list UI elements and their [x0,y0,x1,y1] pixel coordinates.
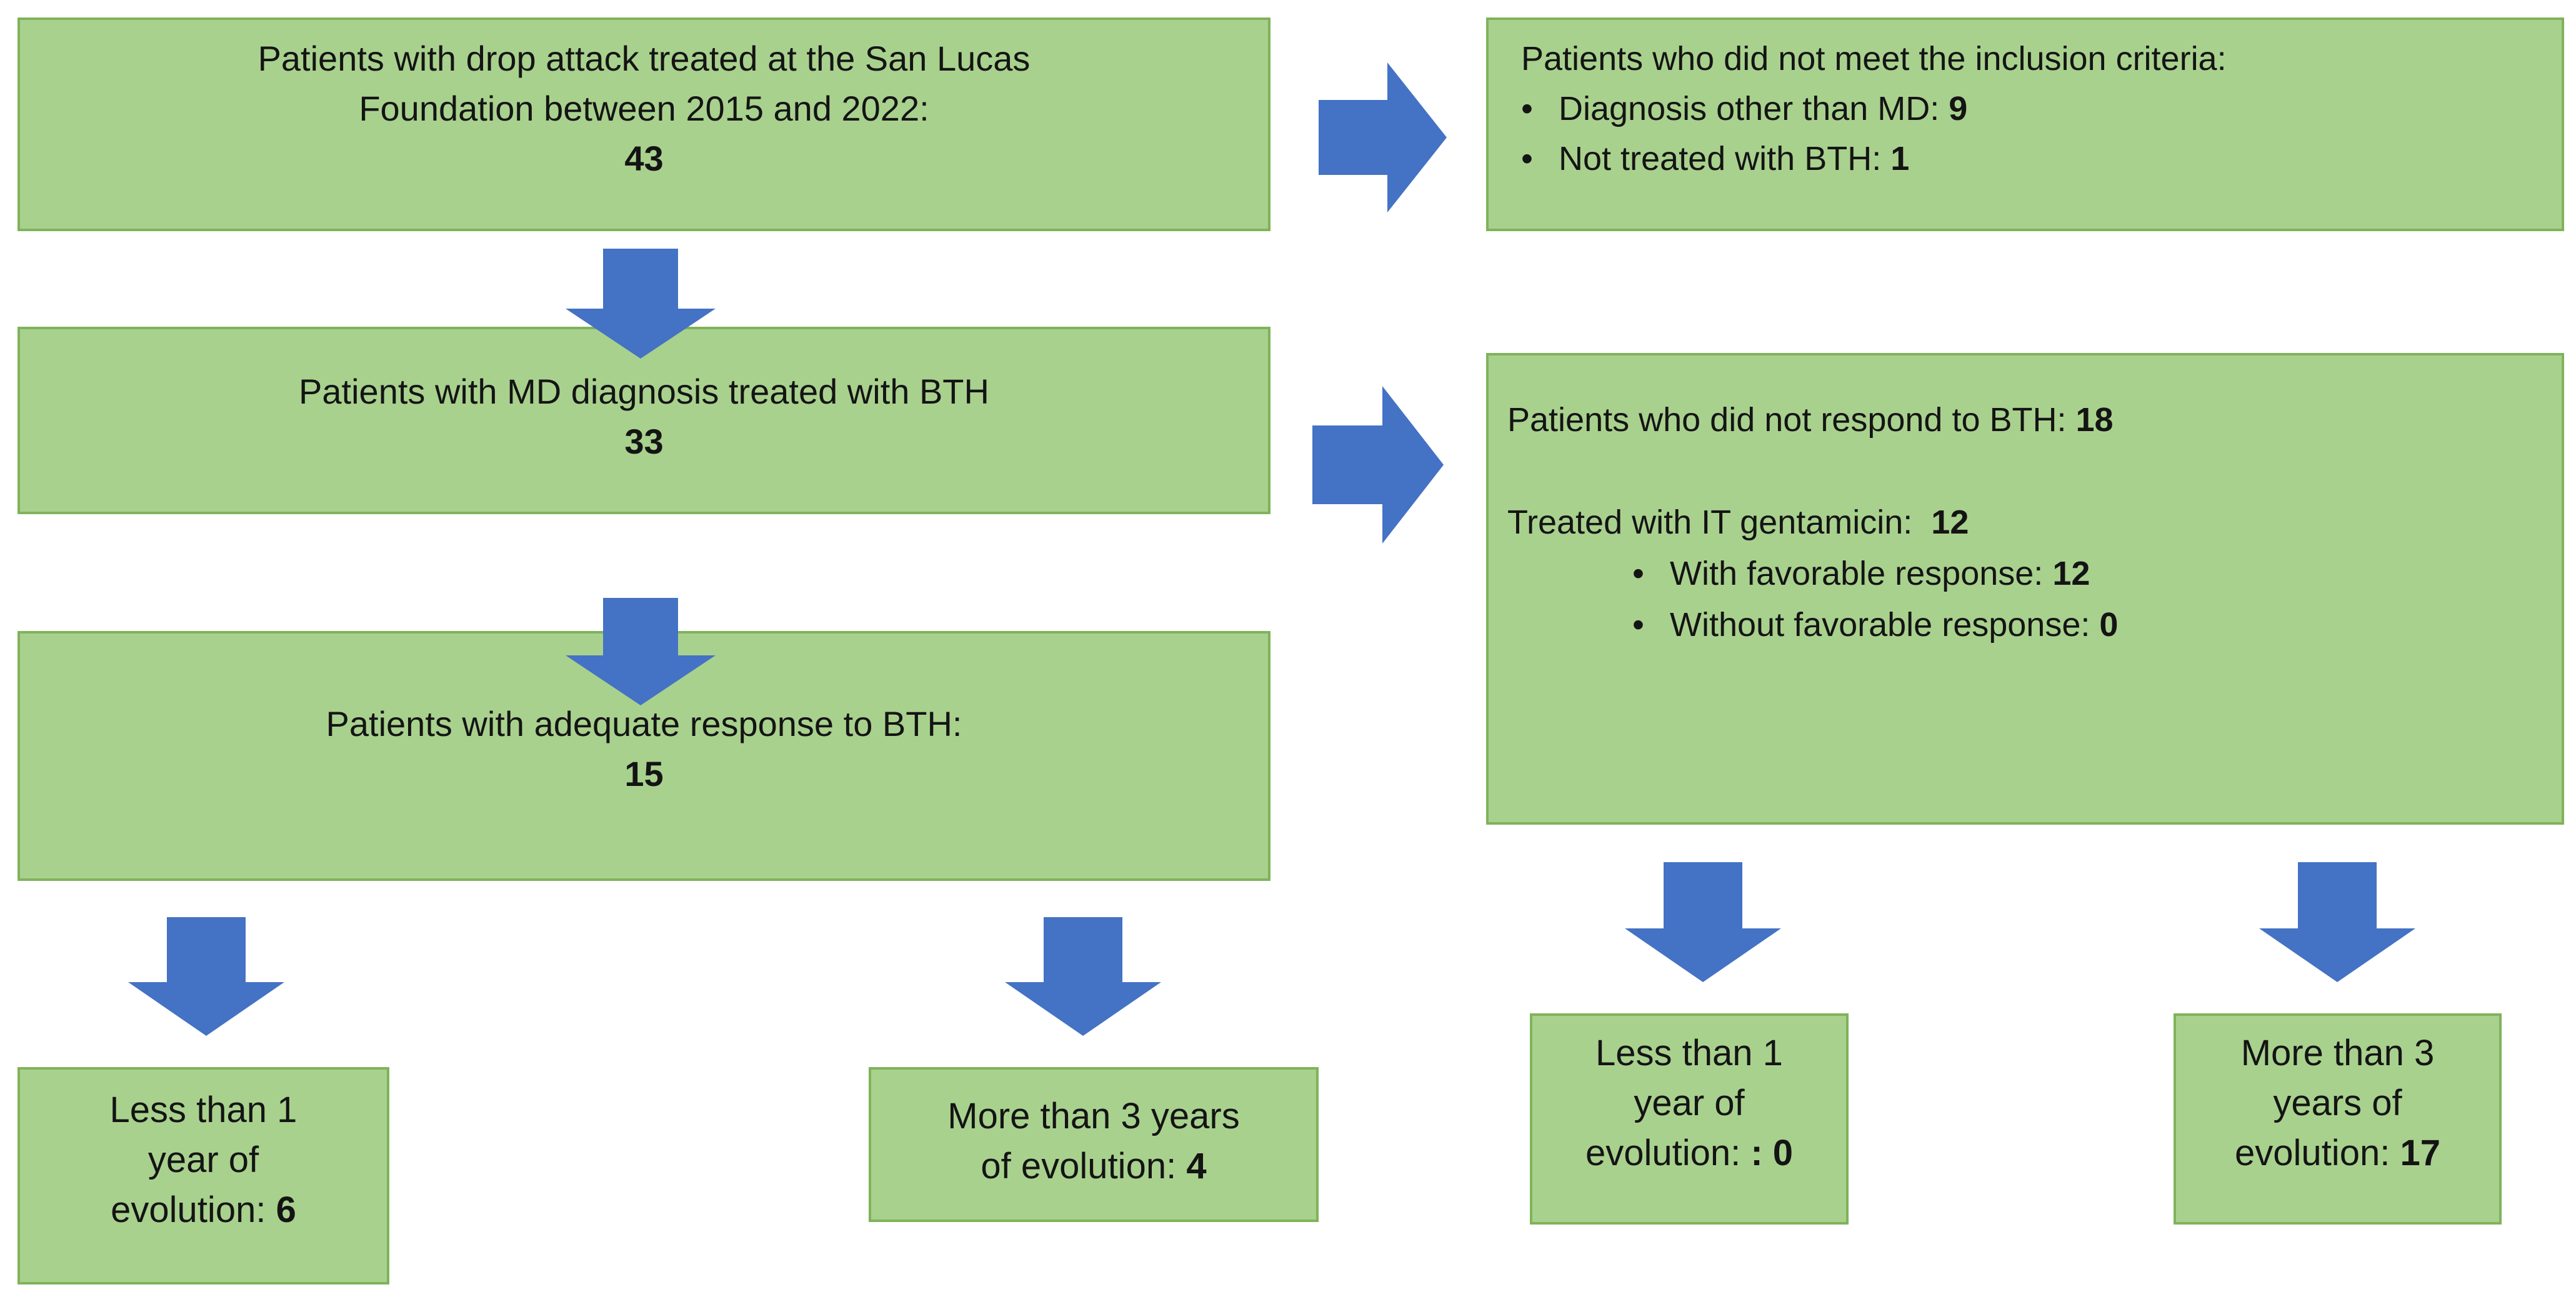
right-more3-count: 17 [2400,1133,2440,1173]
right-less1-line2: year of [1634,1083,1745,1123]
box-total-patients: Patients with drop attack treated at the… [17,17,1271,231]
md-bth-count: 33 [624,422,664,461]
gentamicin-row: Treated with IT gentamicin: 12 [1507,497,2562,548]
arrow-down-icon [1625,862,1781,982]
left-less1-line2: year of [147,1140,259,1180]
bullet-glyph: • [1521,90,1533,127]
box-right-less-than-1-year: Less than 1 year of evolution: : 0 [1530,1013,1849,1225]
no-response-count: 18 [2075,401,2114,439]
excluded-item-label: Not treated with BTH: [1559,140,1891,177]
arrow-right-icon [1319,62,1447,212]
excluded-item-count: 9 [1949,90,1968,127]
right-more3-line2: years of [2273,1083,2402,1123]
gentamicin-item: • Without favorable response: 0 [1507,599,2562,650]
bullet-glyph: • [1521,140,1533,177]
right-less1-line1: Less than 1 [1595,1033,1783,1073]
no-response-title-row: Patients who did not respond to BTH: 18 [1507,394,2562,445]
bullet-glyph: • [1632,606,1644,644]
right-more3-line1: More than 3 [2240,1033,2435,1073]
right-less1-line3: evolution: [1585,1133,1751,1173]
arrow-down-icon [128,917,284,1036]
spacer [1507,445,2562,497]
box-left-more-than-3-years: More than 3 years of evolution: 4 [869,1067,1319,1222]
box-left-less-than-1-year: Less than 1 year of evolution: 6 [17,1067,389,1285]
right-more3-line3: evolution: [2235,1133,2400,1173]
gentamicin-label: Treated with IT gentamicin: [1507,504,1932,541]
left-less1-line1: Less than 1 [109,1090,297,1130]
gentamicin-count: 12 [1931,504,1969,541]
arrow-right-icon [1312,386,1444,544]
arrow-down-icon [566,249,716,359]
arrow-down-icon [2259,862,2415,982]
box-excluded-patients: Patients who did not meet the inclusion … [1486,17,2564,231]
excluded-item: • Diagnosis other than MD: 9 [1521,84,2562,134]
left-more3-line1: More than 3 years [947,1096,1240,1136]
gentamicin-item: • With favorable response: 12 [1507,548,2562,599]
md-bth-label: Patients with MD diagnosis treated with … [299,372,989,411]
excluded-item: • Not treated with BTH: 1 [1521,134,2562,184]
left-more3-line2: of evolution: [981,1146,1187,1186]
left-less1-line3: evolution: [111,1190,276,1230]
gentamicin-item-label: With favorable response: [1670,555,2053,592]
box-md-bth: Patients with MD diagnosis treated with … [17,327,1271,514]
adequate-label: Patients with adequate response to BTH: [326,704,962,743]
total-count: 43 [624,139,664,178]
total-line1: Patients with drop attack treated at the… [257,39,1031,78]
excluded-title: Patients who did not meet the inclusion … [1521,40,2227,77]
arrow-down-icon [1005,917,1161,1036]
left-less1-count: 6 [276,1190,296,1230]
gentamicin-item-count: 0 [2099,606,2119,644]
right-less1-count: : 0 [1750,1133,1794,1173]
no-response-title: Patients who did not respond to BTH: [1507,401,2076,439]
arrow-down-icon [566,598,716,705]
total-line2: Foundation between 2015 and 2022: [359,89,929,128]
excluded-item-count: 1 [1890,140,1910,177]
gentamicin-item-label: Without favorable response: [1670,606,2100,644]
gentamicin-item-count: 12 [2052,555,2090,592]
box-no-response: Patients who did not respond to BTH: 18 … [1486,353,2564,825]
bullet-glyph: • [1632,555,1644,592]
excluded-item-label: Diagnosis other than MD: [1559,90,1949,127]
left-more3-count: 4 [1186,1146,1207,1186]
box-right-more-than-3-years: More than 3 years of evolution: 17 [2174,1013,2502,1225]
adequate-count: 15 [624,754,664,793]
